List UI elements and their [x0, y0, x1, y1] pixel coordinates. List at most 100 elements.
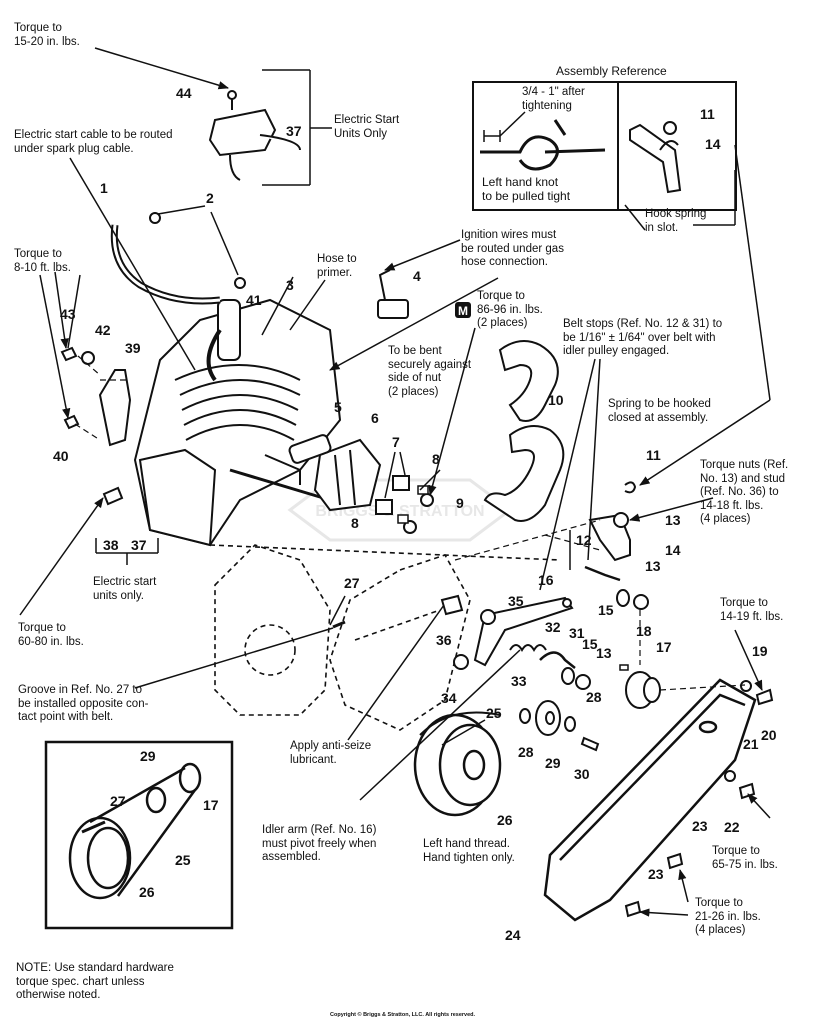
part-number: 5: [334, 399, 342, 415]
part-number: 7: [392, 434, 400, 450]
part-number: 12: [576, 532, 592, 548]
part-number: 34: [441, 690, 457, 706]
bent-nut-note: To be bent securely against side of nut …: [388, 345, 472, 398]
part-number: 35: [508, 593, 524, 609]
part-number: 33: [511, 673, 527, 689]
torque-note-38: Torque to 60-80 in. lbs.: [18, 622, 84, 648]
part-number: 11: [646, 447, 661, 463]
part-number: 26: [497, 812, 513, 828]
torque-note-43: Torque to 8-10 ft. lbs.: [14, 248, 71, 274]
part-number: 29: [545, 755, 561, 771]
big-pulley-part-26: [413, 713, 502, 817]
part-number: 20: [761, 727, 777, 743]
torque-note-23: Torque to 21-26 in. lbs. (4 places): [695, 897, 761, 936]
assembly-reference-title: Assembly Reference: [556, 64, 667, 78]
part-number: 3: [286, 277, 294, 293]
part-number: 25: [175, 852, 191, 868]
hook-caption: Hook spring in slot.: [645, 208, 707, 234]
part-number: 1: [100, 180, 108, 196]
hardware-note: NOTE: Use standard hardware torque spec.…: [16, 962, 174, 1001]
part-number: 38: [103, 537, 119, 553]
ref-part-11: 11: [700, 106, 715, 122]
drive-pulley-part-17: [625, 671, 661, 709]
part-number: 15: [582, 636, 598, 652]
part-number: 31: [569, 625, 585, 641]
elbow-tubes-part-10: [483, 340, 565, 522]
part-number: 2: [206, 190, 214, 206]
part-number: 37: [131, 537, 147, 553]
part-number: 40: [53, 448, 69, 464]
bracket-part-39: [98, 369, 132, 447]
part-number: 27: [110, 793, 126, 809]
part-number: 41: [246, 292, 262, 308]
part-number: 27: [344, 575, 360, 591]
part-number: 22: [724, 819, 740, 835]
ref-part-14: 14: [705, 136, 721, 152]
part-number: 18: [636, 623, 652, 639]
muffler-part-6: [313, 438, 382, 512]
part-number: 24: [505, 927, 521, 943]
idler-pulley-part-29: [535, 700, 561, 736]
part-number: 13: [645, 558, 661, 574]
part-number: 25: [486, 705, 502, 721]
left-hand-thread-note: Left hand thread. Hand tighten only.: [423, 838, 515, 864]
torque-note-19: Torque to 14-19 ft. lbs.: [720, 597, 784, 623]
part-number: 37: [286, 123, 302, 139]
part-number: 17: [203, 797, 219, 813]
part-number: 28: [586, 689, 602, 705]
m-badge: [455, 302, 471, 318]
knot-caption: Left hand knot to be pulled tight: [482, 175, 571, 203]
part-number: 43: [60, 306, 76, 322]
copyright: Copyright © Briggs & Stratton, LLC. All …: [330, 1012, 476, 1018]
belt-cover-part-24: [543, 678, 757, 922]
part-number: 17: [656, 639, 672, 655]
belt-layout-inset: [44, 740, 234, 930]
cable-route-note: Electric start cable to be routed under …: [14, 129, 173, 155]
spring-hooked-note: Spring to be hooked closed at assembly.: [608, 398, 711, 424]
groove-note: Groove in Ref. No. 27 to be installed op…: [18, 684, 149, 723]
part-number: 9: [456, 495, 464, 511]
part-number: 6: [371, 410, 379, 426]
part-number: 8: [351, 515, 359, 531]
part-number: 8: [432, 451, 440, 467]
torque-note-22: Torque to 65-75 in. lbs.: [712, 845, 778, 871]
torque-nuts-note: Torque nuts (Ref. No. 13) and stud (Ref.…: [700, 459, 789, 525]
part-number: 29: [140, 748, 156, 764]
knot-spec: 3/4 - 1" after tightening: [522, 86, 585, 112]
part-number: 21: [743, 736, 759, 752]
electric-starter-part-37: [208, 90, 301, 181]
gasket-part-5: [288, 434, 332, 464]
assembly-reference-box: [472, 81, 737, 211]
torque-note-44: Torque to 15-20 in. lbs.: [14, 22, 80, 48]
hook-spring-illustration: [629, 121, 682, 194]
part-number: 4: [413, 268, 421, 284]
knot-illustration: [480, 111, 606, 171]
part-number: 44: [176, 85, 192, 101]
anti-seize-note: Apply anti-seize lubricant.: [290, 740, 372, 766]
electric-start-only-note: Electric Start Units Only: [334, 114, 400, 140]
belt-stops-note: Belt stops (Ref. No. 12 & 31) to be 1/16…: [563, 318, 723, 357]
part-number: 39: [125, 340, 141, 356]
part-number: 19: [752, 643, 768, 659]
part-number: 10: [548, 392, 564, 408]
ignition-wires-note: Ignition wires must be routed under gas …: [461, 229, 564, 268]
part-number: 13: [596, 645, 612, 661]
part-number: 23: [692, 818, 708, 834]
m-badge-letter: M: [458, 304, 468, 318]
part-number: 14: [665, 542, 681, 558]
electric-start-units-note: Electric start units only.: [93, 576, 157, 602]
part-number: 23: [648, 866, 664, 882]
part-number: 26: [139, 884, 155, 900]
spark-plug-part-4: [377, 269, 409, 319]
torque-note-m: Torque to 86-96 in. lbs. (2 places): [477, 290, 543, 329]
part-number: 32: [545, 619, 561, 635]
engine-assembly: [133, 298, 342, 547]
part-number: 28: [518, 744, 534, 760]
belt-guard-dashed: [209, 544, 561, 731]
part-number: 30: [574, 766, 590, 782]
part-number: 42: [95, 322, 111, 338]
hose-primer-note: Hose to primer.: [317, 253, 357, 279]
part-number: 15: [598, 602, 614, 618]
part-number: 16: [538, 572, 554, 588]
